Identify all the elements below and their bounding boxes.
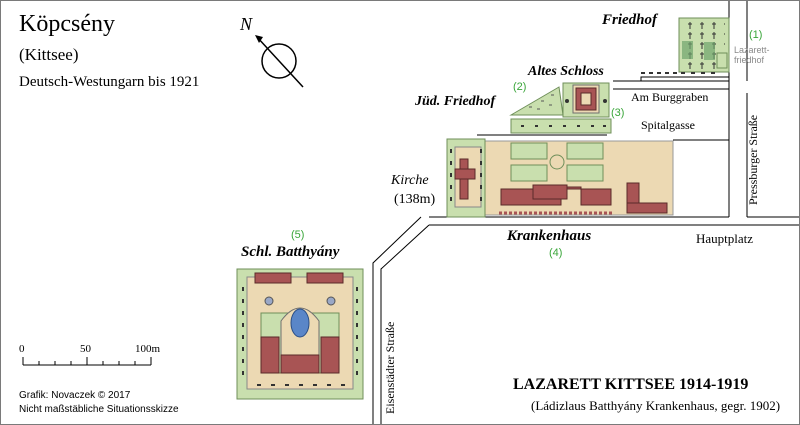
scale-label-0: 0: [19, 343, 25, 355]
compass-icon: [255, 35, 304, 88]
label-kirche: Kirche: [391, 173, 429, 188]
scale-bar: [22, 357, 152, 366]
label-jud-friedhof: Jüd. Friedhof: [415, 94, 496, 109]
kirche-area: [446, 138, 486, 218]
marker-5: (5): [291, 229, 305, 241]
scale-label-50: 50: [80, 343, 91, 355]
scale-label-100: 100m: [135, 343, 161, 355]
footer-title: LAZARETT KITTSEE 1914-1919: [513, 376, 749, 393]
label-friedhof: Friedhof: [602, 12, 658, 28]
label-altes-schloss: Altes Schloss: [528, 64, 604, 79]
label-krankenhaus: Krankenhaus: [507, 228, 592, 244]
map-title: Köpcsény: [19, 11, 115, 37]
marker-4: (4): [549, 247, 563, 259]
strip-3: [510, 118, 612, 134]
label-am-burggraben: Am Burggraben: [631, 90, 709, 104]
marker-2: (2): [513, 81, 527, 93]
label-lazarett-line2: friedhof: [734, 55, 765, 65]
krankenhaus-area: [484, 140, 674, 216]
compass-north-label: N: [240, 14, 253, 34]
altes-schloss-area: [562, 82, 610, 118]
label-hauptplatz: Hauptplatz: [696, 231, 754, 246]
friedhof-area: [641, 17, 730, 74]
marker-3: (3): [611, 107, 625, 119]
map-region: Deutsch-Westungarn bis 1921: [19, 74, 200, 90]
credit-author: Grafik: Novaczek © 2017: [19, 390, 131, 401]
marker-1: (1): [749, 29, 763, 41]
label-schloss-batthyany: Schl. Batthyány: [241, 244, 340, 260]
jud-friedhof-area: [509, 86, 564, 116]
map-subtitle: (Kittsee): [19, 45, 79, 64]
label-pressburger-strasse: Pressburger Straße: [746, 114, 760, 205]
credit-note: Nicht maßstäbliche Situationsskizze: [19, 404, 179, 415]
label-lazarett-line1: Lazarett-: [734, 45, 770, 55]
footer-subtitle: (Ládizlaus Batthyány Krankenhaus, gegr. …: [531, 398, 781, 413]
label-spitalgasse: Spitalgasse: [641, 118, 695, 132]
schloss-batthyany-area: [236, 268, 364, 400]
label-eisenstaedter-strasse: Eisenstädter Straße: [383, 321, 397, 414]
label-kirche-elevation: (138m): [394, 192, 436, 207]
